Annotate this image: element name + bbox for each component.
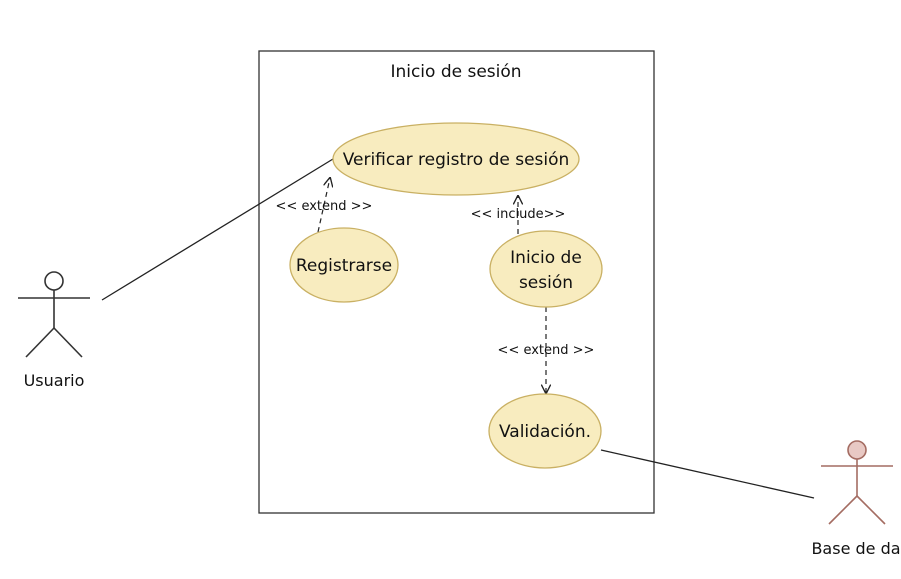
use-case-validacion-shape [488,393,602,469]
use-case-inicio-sesion-shape [489,230,603,308]
actor-usuario[interactable]: Usuario [18,271,90,390]
actor-base-label: Base de da [811,539,900,558]
actor-base[interactable]: Base de da [811,440,901,558]
use-case-inicio-sesion-label-line2: sesión [519,273,573,293]
use-case-validacion[interactable]: Validación. [488,393,602,469]
use-case-inicio-sesion-label-line1: Inicio de [510,248,582,268]
use-case-registrarse-label: Registrarse [296,256,392,276]
extend-label-1: << extend >> [276,199,373,214]
use-case-registrarse-shape [289,227,399,303]
extend-label-2: << extend >> [498,343,595,358]
use-case-registrarse[interactable]: Registrarse [289,227,399,303]
actor-usuario-icon [18,271,90,358]
actor-base-icon [821,440,893,525]
use-case-inicio-sesion[interactable]: Inicio de sesión [489,230,603,308]
actor-usuario-label: Usuario [24,371,85,390]
use-case-verificar-shape [332,122,580,196]
system-title: Inicio de sesión [390,62,521,82]
use-case-verificar[interactable]: Verificar registro de sesión [332,122,580,196]
association-usuario-verificar [101,158,334,301]
extend-registrarse-to-verificar [317,178,330,233]
include-label: << include>> [471,207,566,222]
association-validacion-base [600,449,815,499]
use-case-validacion-label: Validación. [499,422,591,442]
use-case-verificar-label: Verificar registro de sesión [343,150,570,170]
